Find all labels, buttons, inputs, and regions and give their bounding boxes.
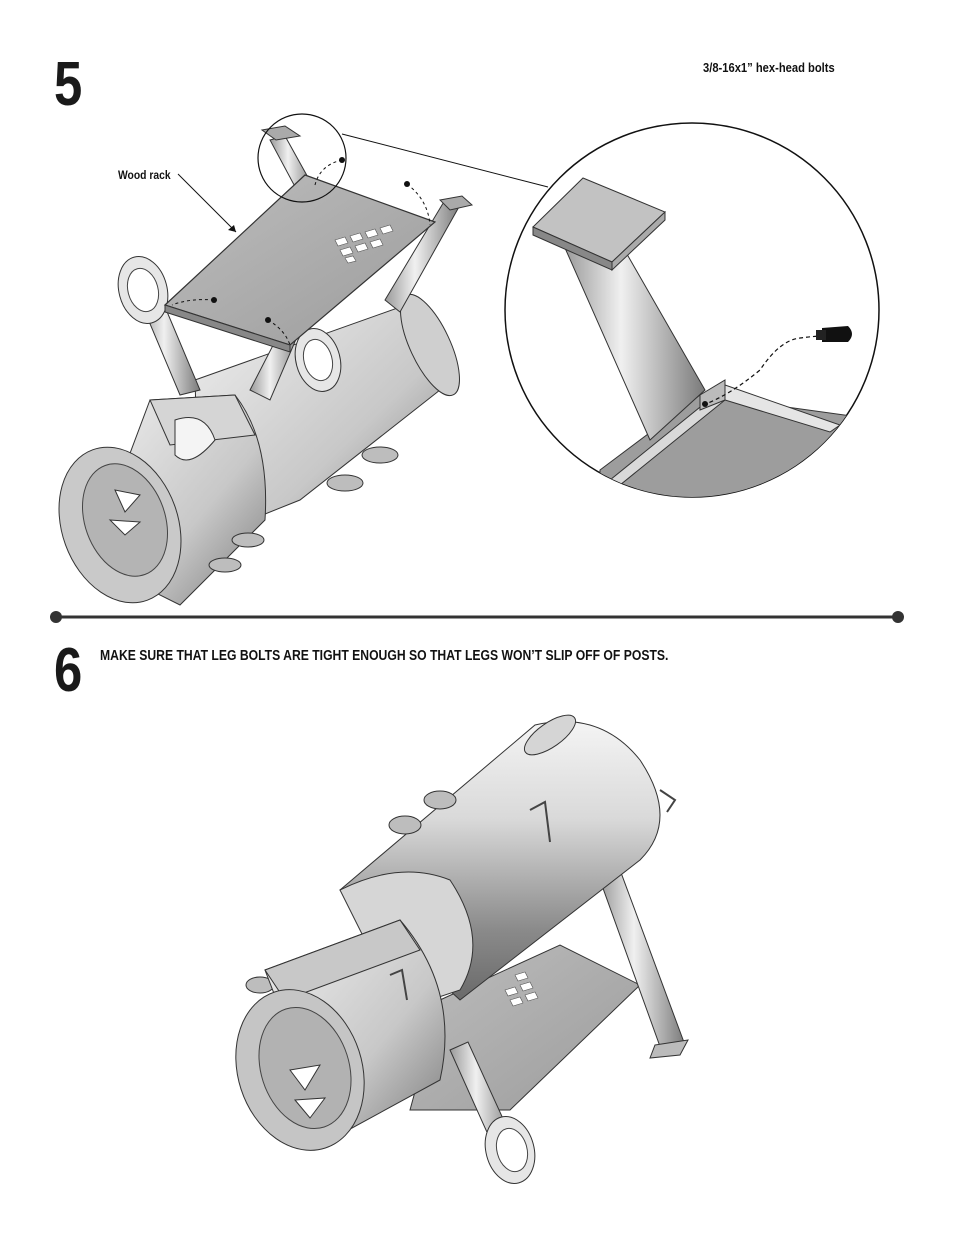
step-5-smoker-drawing: [58, 113, 549, 606]
step-6-instruction: MAKE SURE THAT LEG BOLTS ARE TIGHT ENOUG…: [100, 648, 669, 664]
step-divider: [50, 611, 904, 623]
wood-rack-label: Wood rack: [118, 168, 171, 182]
step-6-smoker-drawing: [235, 714, 689, 1184]
parts-label: 3/8-16x1” hex-head bolts: [703, 60, 835, 75]
bolt-detail-zoom: [504, 122, 880, 498]
step-5-number: 5: [54, 50, 83, 119]
step-6-number: 6: [54, 636, 83, 705]
